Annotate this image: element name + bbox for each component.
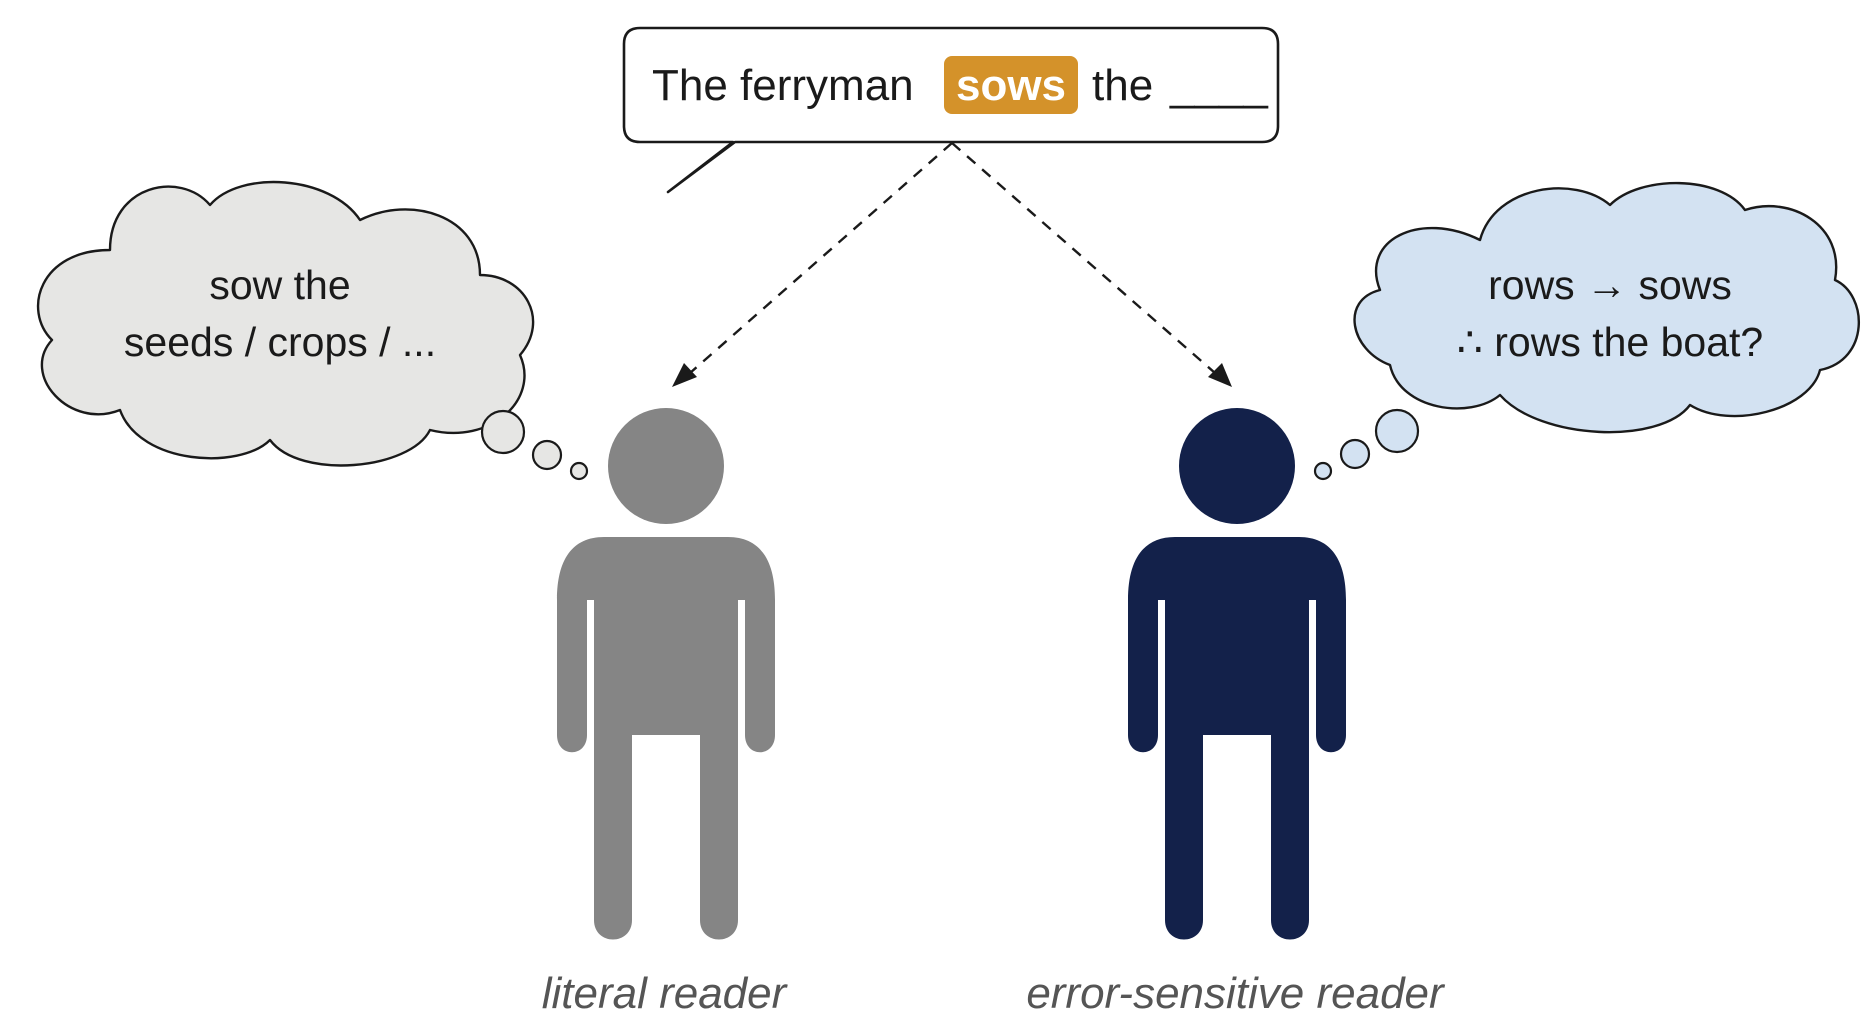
left-thought-line-2: seeds / crops / ... — [124, 319, 436, 365]
speech-prefix: The ferryman — [652, 61, 914, 110]
right-thought-bubble-large — [1374, 408, 1420, 454]
arrowhead-right-icon — [1208, 363, 1232, 387]
right-thought-bubble-small — [1313, 461, 1333, 481]
dashed-arrows — [672, 142, 1232, 387]
highlight-box — [944, 56, 1078, 114]
arrow-to-literal-reader — [689, 142, 953, 374]
literal-reader-label: literal reader — [542, 969, 789, 1018]
speech-suffix: the — [1092, 61, 1153, 110]
arrowhead-left-icon — [672, 363, 697, 387]
literal-reader-head — [608, 408, 724, 524]
sensitive-reader-body — [1128, 537, 1346, 940]
literal-reader-body — [557, 537, 775, 940]
left-thought-cloud: sow the seeds / crops / ... — [36, 180, 589, 481]
speech-bubble: The ferryman sows the ____ — [622, 26, 1280, 194]
right-thought-bubble-medium — [1339, 438, 1371, 470]
speech-blank: ____ — [1169, 61, 1268, 110]
literal-reader-figure-icon — [557, 408, 775, 940]
left-thought-line-1: sow the — [209, 262, 350, 308]
left-thought-bubble-medium — [531, 439, 563, 471]
right-cloud-shape — [1353, 181, 1861, 434]
sensitive-reader-head — [1179, 408, 1295, 524]
right-thought-line-1: rows → sows — [1488, 262, 1732, 308]
arrow-to-sensitive-reader — [951, 142, 1216, 374]
right-thought-cloud: rows → sows ∴ rows the boat? — [1313, 181, 1861, 481]
left-thought-bubble-small — [569, 461, 589, 481]
left-thought-bubble-large — [480, 409, 526, 455]
highlighted-word: sows — [956, 61, 1066, 110]
error-sensitive-reader-label: error-sensitive reader — [1026, 969, 1446, 1018]
error-sensitive-reader-figure-icon — [1128, 408, 1346, 940]
right-thought-line-2: ∴ rows the boat? — [1457, 319, 1763, 365]
